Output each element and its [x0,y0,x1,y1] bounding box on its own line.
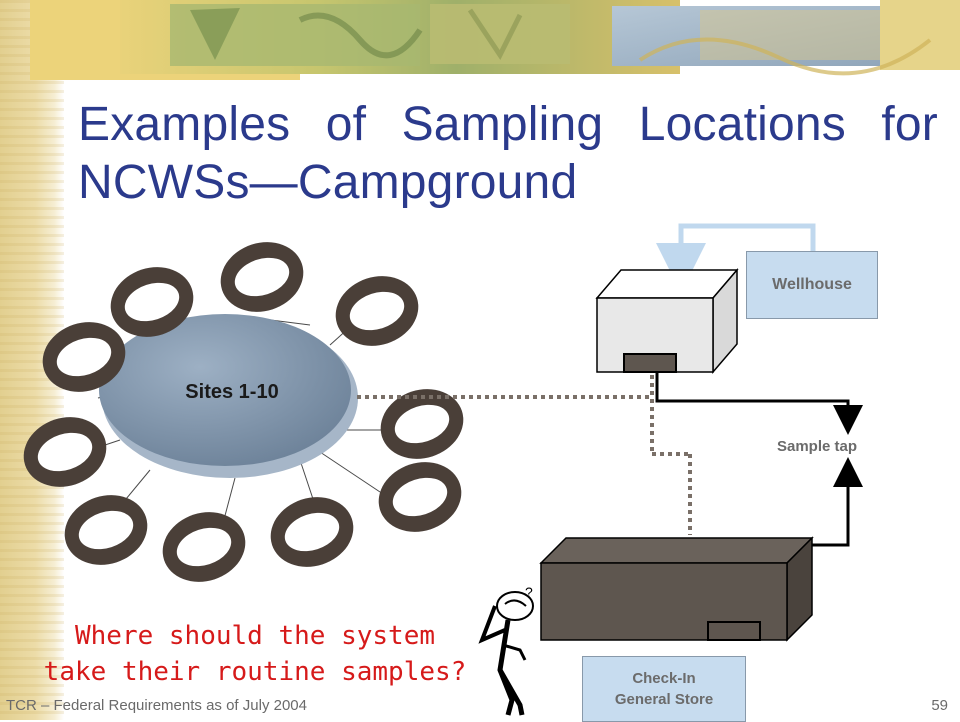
campsite-ring [42,322,126,392]
campsites-hub [99,314,358,478]
question-callout: Where should the system take their routi… [20,618,490,690]
slide-title: Examples of Sampling Locations for NCWSs… [78,98,938,209]
campsite-ring [23,417,107,487]
store-label-line1: Check-In [632,670,696,687]
campsite-ring [380,389,464,459]
general-store [539,536,814,642]
thinking-figure: ? [478,584,534,716]
sites-label: Sites 1-10 [185,381,279,403]
top-decorative-banner [30,0,960,80]
distribution-pipes [357,375,692,535]
page-number: 59 [931,697,948,714]
wellhouse-pipe-arrow [656,223,816,293]
well-tank [595,267,739,375]
campsite-ring [378,462,462,532]
sample-tap-label: Sample tap [777,438,858,455]
campsite-ring [270,497,354,567]
campsite-rings [23,242,464,582]
campsite-ring [110,267,194,337]
campsite-ring [64,495,148,565]
question-line-2: take their routine samples? [43,657,467,687]
campsite-ring [335,276,419,346]
question-line-1: Where should the system [74,621,436,651]
store-label-line2: General Store [614,691,714,708]
campsite-ring [220,242,304,312]
wellhouse-label: Wellhouse [746,251,878,319]
general-store-label: Check-In General Store [582,656,746,722]
slide-footer: TCR – Federal Requirements as of July 20… [6,697,307,714]
thinking-question-mark: ? [525,584,533,600]
campsite-ring [162,512,246,582]
wellhouse-label-text: Wellhouse [772,276,852,293]
